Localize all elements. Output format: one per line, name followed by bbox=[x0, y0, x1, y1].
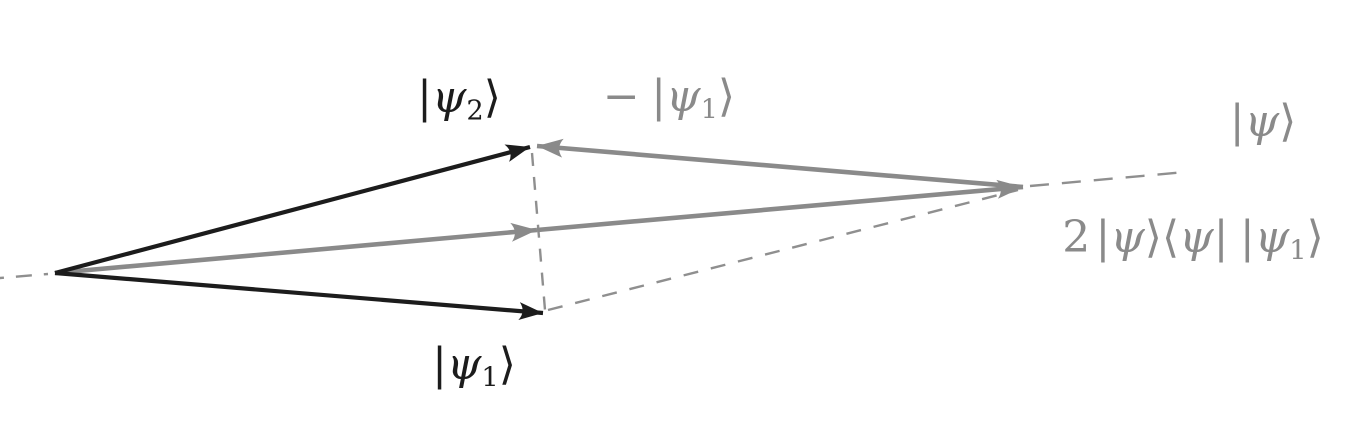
vector-psi1 bbox=[54, 270, 544, 321]
subscript: 1 bbox=[481, 362, 499, 394]
bar-symbol: | bbox=[417, 72, 432, 123]
bar-symbol: | bbox=[1095, 212, 1111, 263]
vector-two-projection bbox=[536, 179, 1024, 233]
label-minus-psi1: −|ψ1⟩ bbox=[603, 75, 735, 124]
vector-minus-psi1 bbox=[536, 138, 1024, 190]
label-two-projection: 2|ψ⟩⟨ψ||ψ1⟩ bbox=[1062, 216, 1324, 265]
subscript: 1 bbox=[700, 94, 718, 126]
ket-symbol: ⟩ bbox=[483, 72, 501, 123]
bar-symbol: | bbox=[651, 71, 667, 122]
psi-symbol: ψ bbox=[1254, 212, 1290, 263]
psi-symbol: ψ bbox=[1110, 212, 1145, 263]
psi-symbol: ψ bbox=[666, 71, 701, 122]
label-psi1: |ψ1⟩ bbox=[432, 343, 516, 392]
coefficient: 2 bbox=[1062, 212, 1091, 263]
psi-symbol: ψ bbox=[446, 339, 482, 390]
psi-symbol: ψ bbox=[431, 72, 467, 123]
label-psi2: |ψ2⟩ bbox=[417, 76, 501, 125]
ket-symbol: ⟩ bbox=[1144, 212, 1162, 263]
subscript: 2 bbox=[466, 95, 484, 127]
bar-symbol: | bbox=[1239, 212, 1255, 263]
bar-symbol: | bbox=[432, 339, 447, 390]
dash-diagonal-construction bbox=[547, 188, 1019, 312]
psi-symbol: ψ bbox=[1244, 96, 1280, 147]
minus-symbol: − bbox=[602, 71, 640, 122]
subscript: 1 bbox=[1289, 235, 1307, 267]
label-psi: |ψ⟩ bbox=[1230, 100, 1297, 144]
ket-symbol: ⟩ bbox=[717, 71, 736, 122]
psi-symbol: ψ bbox=[1179, 212, 1214, 263]
vector-projection bbox=[54, 222, 538, 276]
ket-symbol: ⟩ bbox=[1306, 212, 1324, 263]
vector-psi2 bbox=[54, 144, 531, 276]
psi-axis-dash-right bbox=[1029, 170, 1187, 188]
bar-symbol: | bbox=[1213, 212, 1229, 263]
bra-symbol: ⟨ bbox=[1161, 212, 1180, 263]
ket-symbol: ⟩ bbox=[498, 339, 516, 390]
psi-axis-dash-left bbox=[0, 272, 49, 280]
ket-symbol: ⟩ bbox=[1279, 96, 1297, 147]
bar-symbol: | bbox=[1229, 96, 1245, 147]
